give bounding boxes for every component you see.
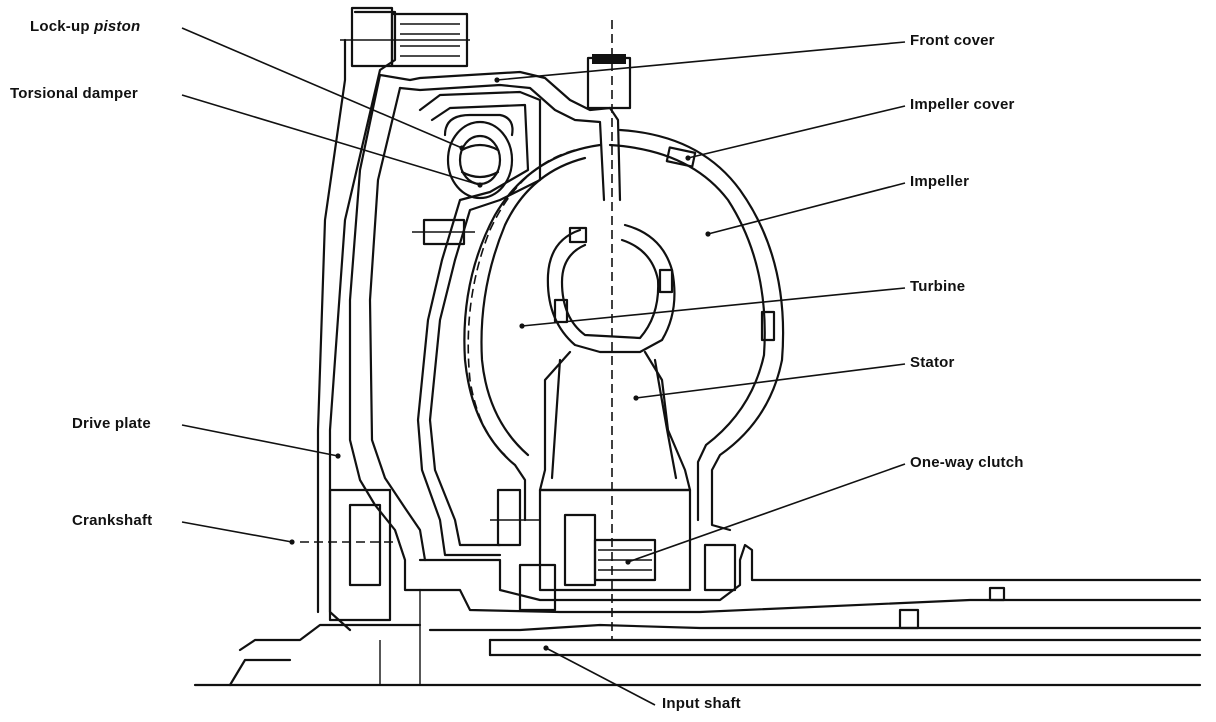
- label-impeller: Impeller: [910, 173, 970, 190]
- label-impeller-cover: Impeller cover: [910, 96, 1015, 113]
- label-crankshaft: Crankshaft: [72, 512, 153, 529]
- leader-dots: [289, 77, 711, 651]
- label-input-shaft: Input shaft: [662, 695, 741, 712]
- label-front-cover: Front cover: [910, 32, 995, 49]
- label-lockup-piston: Lock-up piston: [30, 18, 140, 35]
- label-lockup-piston-part2: piston: [94, 18, 141, 35]
- label-drive-plate: Drive plate: [72, 415, 151, 432]
- label-one-way-clutch: One-way clutch: [910, 454, 1024, 471]
- front-cover-shape: [348, 54, 632, 592]
- crankshaft-shape: [193, 488, 1202, 687]
- hub-and-shaft-shape: [379, 543, 1202, 685]
- impeller-cover-shape: [608, 128, 785, 532]
- top-bolt: [340, 6, 470, 68]
- label-torsional-damper: Torsional damper: [10, 85, 138, 102]
- lockup-piston-shape: [416, 90, 542, 557]
- turbine-shape: [463, 20, 676, 640]
- stator-shape: [538, 350, 692, 492]
- label-lockup-piston-part1: Lock-up: [30, 18, 90, 35]
- leader-lines: [181, 27, 906, 706]
- label-turbine: Turbine: [910, 278, 966, 295]
- label-stator: Stator: [910, 354, 955, 371]
